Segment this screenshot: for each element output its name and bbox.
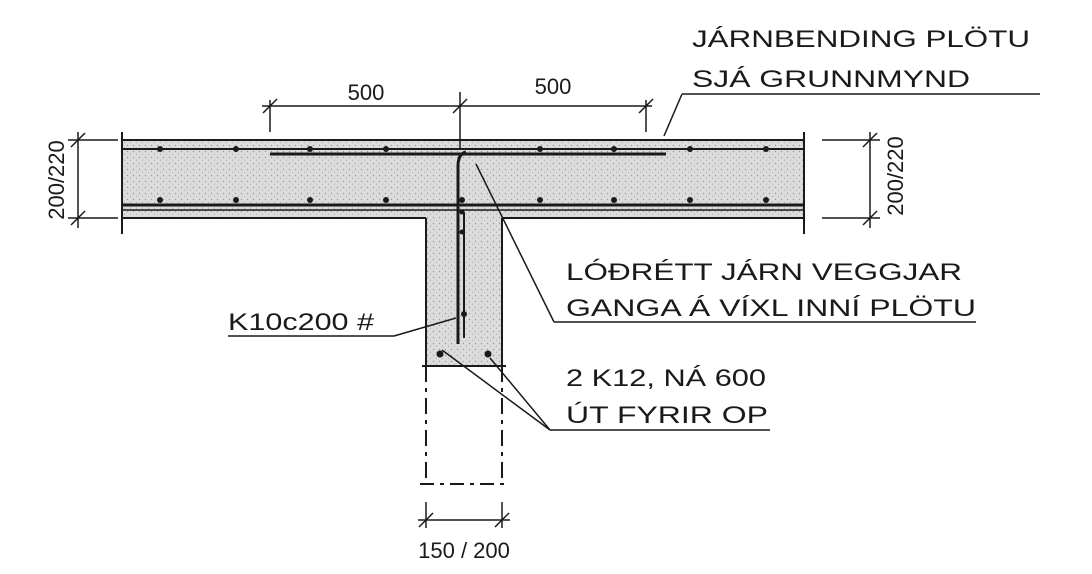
- leader-lines: [228, 93, 1040, 431]
- rebar-dot: [537, 197, 543, 203]
- right-thickness-dimension: [822, 132, 880, 228]
- leader-opening-bar-right: [489, 357, 551, 431]
- rebar-dot: [611, 197, 617, 203]
- rebar-dots: [157, 146, 769, 358]
- dimension-right-thickness: 200/220: [883, 136, 908, 216]
- rebar-dot: [763, 197, 769, 203]
- rebar-dot: [157, 146, 163, 152]
- wall-width-dimension: [418, 502, 510, 528]
- rebar-dot: [484, 350, 492, 358]
- top-dimension-chain: [262, 92, 654, 150]
- wall-vertical-label-line2: GANGA Á VÍXL INNÍ PLÖTU: [566, 295, 976, 322]
- slab-rebar-label-line1: JÁRNBENDING PLÖTU: [692, 26, 1030, 53]
- rebar-dot: [459, 229, 465, 235]
- rebar-dot: [461, 311, 467, 317]
- wall-mesh-label: K10c200 #: [228, 309, 375, 336]
- rebar-dot: [763, 146, 769, 152]
- rebar-dot: [307, 146, 313, 152]
- rebar-dot: [383, 146, 389, 152]
- rebar-dot: [307, 197, 313, 203]
- slab-rebar-label-line2: SJÁ GRUNNMYND: [692, 66, 970, 93]
- rebar-dot: [383, 197, 389, 203]
- opening-bars-label-line2: ÚT FYRIR OP: [566, 402, 768, 429]
- dimension-top-left: 500: [348, 80, 385, 105]
- rebar-dot: [537, 146, 543, 152]
- left-thickness-dimension: [68, 132, 118, 228]
- wall-vertical-bar-left: [456, 150, 467, 344]
- rebar-dot: [436, 350, 444, 358]
- rebar-dot: [233, 146, 239, 152]
- rebar-dot: [157, 197, 163, 203]
- rebar-dot: [687, 146, 693, 152]
- wall-vertical-label-line1: LÓÐRÉTT JÁRN VEGGJAR: [566, 259, 962, 286]
- dimension-top-right: 500: [535, 74, 572, 99]
- leader-slab-rebar: [663, 93, 683, 137]
- leader-wall-vertical: [475, 163, 555, 323]
- rebar-dot: [459, 197, 465, 203]
- rebar-dot: [233, 197, 239, 203]
- opening-bars-label-line1: 2 K12, NÁ 600: [566, 365, 766, 392]
- leader-wall-mesh-diagonal: [393, 317, 457, 337]
- leader-opening-bar-left: [441, 349, 551, 431]
- dimension-left-thickness: 200/220: [44, 140, 69, 220]
- rebar-dot: [611, 146, 617, 152]
- dimension-wall-width: 150 / 200: [418, 538, 510, 563]
- rebar-dot: [459, 209, 465, 215]
- rebar-dot: [687, 197, 693, 203]
